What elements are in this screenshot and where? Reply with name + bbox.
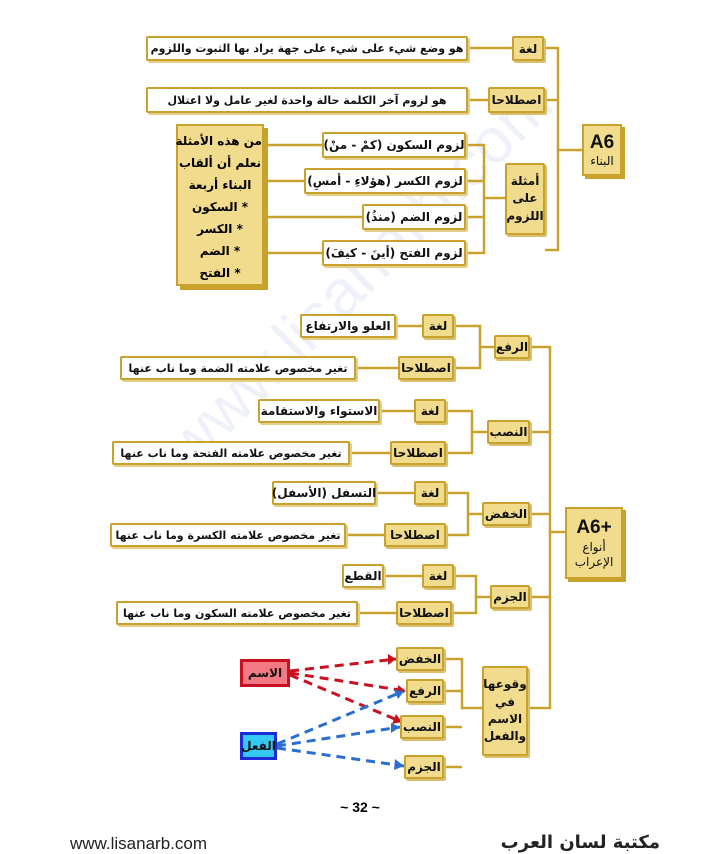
- jazm-lugha-definition: القطع: [342, 564, 384, 588]
- occurrence-raf: الرفع: [406, 679, 444, 703]
- footer-brand: مكتبة لسان العرب: [500, 832, 660, 853]
- example-fath: لزوم الفتح (أينَ - كيفَ): [322, 240, 466, 266]
- footer-url: www.lisanarb.com: [70, 834, 207, 853]
- bina-lugha-label: لغة: [512, 36, 544, 61]
- type-nasb: النصب: [487, 420, 530, 444]
- irab-header: A6+ أنواع الإعراب: [565, 507, 623, 579]
- jazm-istilah-label: اصطلاحا: [396, 601, 452, 625]
- examples-label: أمثلة على اللزوم: [505, 163, 545, 235]
- jazm-lugha-label: لغة: [422, 564, 454, 588]
- raf-lugha-definition: العلو والارتفاع: [300, 314, 396, 338]
- nasb-lugha-label: لغة: [414, 399, 446, 423]
- occurrence-jazm: الجزم: [404, 755, 444, 779]
- type-raf: الرفع: [494, 335, 530, 359]
- jazm-istilah-definition: تغير مخصوص علامته السكون وما ناب عنها: [116, 601, 358, 625]
- bina-notes: من هذه الأمثلة نعلم أن ألقاب البناء أربع…: [176, 124, 264, 286]
- raf-istilah-definition: تغير مخصوص علامته الضمة وما ناب عنها: [120, 356, 356, 380]
- example-sukoon: لزوم السكون (كمْ - منْ): [322, 132, 466, 158]
- bina-code: A6: [589, 131, 615, 153]
- khafd-lugha-label: لغة: [414, 481, 446, 505]
- example-kasr: لزوم الكسر (هؤلاءِ - أمسِ): [304, 168, 466, 194]
- noun-node: الاسم: [240, 659, 290, 687]
- verb-node: الفعل: [240, 732, 277, 760]
- occurrence-label: وقوعها في الاسم والفعل: [482, 666, 528, 756]
- raf-lugha-label: لغة: [422, 314, 454, 338]
- khafd-istilah-label: اصطلاحا: [384, 523, 446, 547]
- nasb-istilah-label: اصطلاحا: [390, 441, 446, 465]
- page-number: ~ 32 ~: [340, 799, 380, 815]
- bina-label: البناء: [590, 154, 614, 169]
- occurrence-nasb: النصب: [400, 715, 444, 739]
- bina-lugha-definition: هو وضع شيء على شيء على جهة يراد بها الثب…: [146, 36, 468, 61]
- irab-code: A6+: [576, 517, 612, 539]
- example-damm: لزوم الضم (منذُ): [362, 204, 466, 230]
- nasb-lugha-definition: الاستواء والاستقامة: [258, 399, 380, 423]
- bina-istilah-label: اصطلاحا: [488, 87, 545, 113]
- bina-header: A6 البناء: [582, 124, 622, 176]
- type-jazm: الجزم: [490, 585, 530, 609]
- bina-istilah-definition: هو لزوم آخر الكلمة حالة واحدة لغير عامل …: [146, 87, 468, 113]
- khafd-istilah-definition: تغير مخصوص علامته الكسرة وما ناب عنها: [110, 523, 346, 547]
- nasb-istilah-definition: تغير مخصوص علامته الفتحة وما ناب عنها: [112, 441, 350, 465]
- type-khafd: الخفض: [482, 502, 530, 526]
- raf-istilah-label: اصطلاحا: [398, 356, 454, 380]
- khafd-lugha-definition: التسفل (الأسفل): [272, 481, 376, 505]
- occurrence-khafd: الخفض: [396, 647, 444, 671]
